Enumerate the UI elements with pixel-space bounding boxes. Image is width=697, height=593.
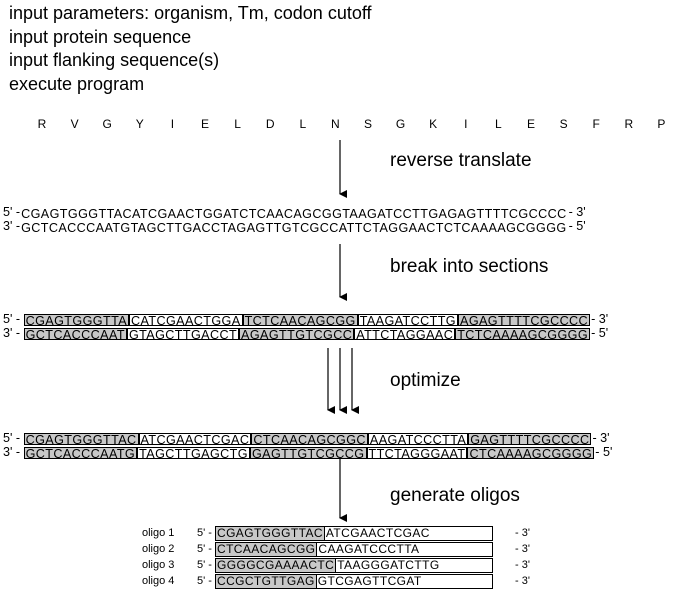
amino-acid: D: [265, 117, 275, 131]
sequence-section: AGAGTTGTCGCC: [239, 327, 355, 342]
reverse-bottom-strand: 3' - GCTCACCCAATGTAGCTTGACCTAGAGTTGTCGCC…: [3, 219, 586, 235]
oligo-name: oligo 2: [142, 542, 175, 555]
step-parameters: input parameters: organism, Tm, codon cu…: [9, 3, 372, 23]
amino-acid: R: [624, 117, 634, 131]
oligo-overlap-part: GGGGCGAAAACTC: [216, 558, 337, 572]
three-prime-label: 3' -: [3, 219, 21, 233]
strand-end-label: 3' -: [3, 445, 24, 459]
oligo-unique-part: TAAGGGATCTTG: [336, 558, 441, 572]
strand-end-label: - 3': [592, 431, 610, 445]
amino-acid: F: [592, 117, 600, 131]
amino-acid: N: [331, 117, 340, 131]
sequence-section: AAGATCCCTTA: [367, 432, 469, 447]
five-prime-label: 5' -: [3, 205, 21, 219]
stage-generate-oligos: generate oligos: [390, 485, 520, 506]
strand-end-label: - 5': [591, 326, 609, 340]
sequence-section: AGAGTTTTCGCCCC: [458, 313, 591, 328]
oligo-overlap-part: CCGCTGTTGAG: [216, 574, 317, 588]
strand-end-label: 5' -: [3, 312, 24, 326]
sequence-section: TAAGATCCTTG: [357, 313, 459, 328]
sequence-section: TCTCAAAAGCGGGG: [455, 327, 591, 342]
amino-acid: L: [234, 117, 241, 131]
step-protein: input protein sequence: [9, 26, 192, 47]
amino-acid: I: [464, 117, 468, 131]
five-prime-label: 5' -: [197, 558, 215, 571]
sequence-section: GCTCACCCAATG: [23, 446, 138, 461]
amino-acid: R: [37, 117, 47, 131]
stage-break-sections: break into sections: [390, 256, 549, 277]
amino-acid: L: [299, 117, 307, 131]
oligo-unique-part: ATCGAACTCGAC: [324, 526, 431, 540]
amino-acid: V: [70, 117, 79, 131]
reverse-top-sequence: CGAGTGGGTTACATCGAACTGGATCTCAACAGCGGTAAGA…: [21, 206, 567, 221]
sequence-section: CATCGAACTGGA: [129, 313, 243, 328]
five-prime-label: 5' -: [197, 526, 215, 539]
three-prime-end: - 3': [515, 558, 530, 571]
five-prime-label: 5' -: [197, 574, 215, 587]
amino-acid: Y: [135, 117, 144, 131]
sequence-section: CGAGTGGGTTAC: [23, 432, 139, 447]
oligo-overlap-part: CGAGTGGGTTAC: [216, 526, 325, 540]
amino-acid: G: [102, 117, 112, 131]
sequence-section: CTCAACAGCGGC: [251, 432, 368, 447]
amino-acid: K: [429, 117, 438, 131]
amino-acid: E: [200, 117, 210, 131]
three-prime-end: - 3': [515, 526, 530, 539]
oligo-name: oligo 3: [142, 558, 175, 571]
sequence-section: TTCTAGGGAAT: [366, 446, 468, 461]
oligo-overlap-part: CTCAACAGCGG: [216, 542, 318, 556]
five-prime-label: 5' -: [197, 542, 215, 555]
amino-acid: L: [495, 117, 502, 131]
three-prime-end: - 3': [515, 574, 530, 587]
three-prime-end: - 3': [568, 205, 586, 219]
stage-reverse-translate: reverse translate: [390, 150, 532, 171]
sequence-section: GAGTTTTCGCCCC: [468, 432, 592, 447]
sequence-section: GAGTTGTCGCCG: [249, 446, 367, 461]
sequence-section: ATCGAACTCGAC: [138, 432, 252, 447]
strand-end-label: - 5': [595, 445, 613, 459]
amino-acid: S: [363, 117, 373, 131]
strand-end-label: - 3': [591, 312, 609, 326]
amino-acid: S: [559, 117, 568, 131]
step-flanking: input flanking sequence(s): [9, 50, 220, 70]
sequence-section: CTCAAAAGCGGGG: [467, 446, 595, 461]
amino-acid: P: [657, 117, 666, 131]
sequence-section: GTAGCTTGACCT: [126, 327, 240, 342]
reverse-top-strand: 5' - CGAGTGGGTTACATCGAACTGGATCTCAACAGCGG…: [3, 205, 586, 221]
sequence-section: GCTCACCCAAT: [23, 327, 127, 342]
sequence-section: TAGCTTGAGCTG: [137, 446, 250, 461]
oligo-unique-part: CAAGATCCCTTA: [317, 542, 421, 556]
sequence-section: ATTCTAGGAAC: [354, 327, 456, 342]
five-prime-end: - 5': [568, 219, 586, 233]
strand-end-label: 5' -: [3, 431, 24, 445]
amino-acid: G: [395, 117, 406, 131]
sequence-section: CGAGTGGGTTA: [23, 313, 130, 328]
amino-acid: E: [526, 117, 536, 131]
sequence-section: TCTCAACAGCGG: [242, 313, 358, 328]
oligo-unique-part: GTCGAGTTCGAT: [316, 574, 423, 588]
step-execute: execute program: [9, 73, 145, 94]
stage-optimize: optimize: [390, 370, 461, 391]
input-steps: input parameters: organism, Tm, codon cu…: [9, 2, 372, 96]
strand-end-label: 3' -: [3, 326, 24, 340]
oligo-name: oligo 1: [142, 526, 175, 539]
amino-acid: I: [170, 117, 175, 131]
oligo-name: oligo 4: [142, 574, 175, 587]
three-prime-end: - 3': [515, 542, 530, 555]
reverse-bottom-sequence: GCTCACCCAATGTAGCTTGACCTAGAGTTGTCGCCATTCT…: [21, 220, 567, 235]
